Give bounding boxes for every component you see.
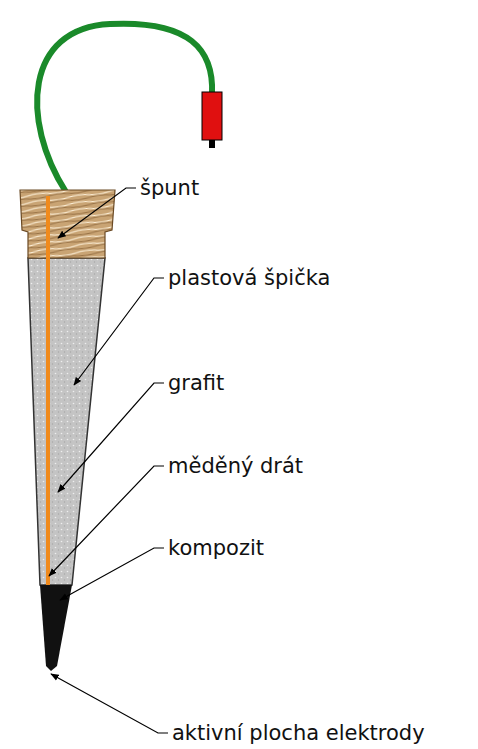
part-label: aktivní plocha elektrody [172, 720, 425, 746]
part-label: kompozit [168, 535, 264, 561]
cork [20, 190, 115, 258]
part-label: grafit [168, 370, 224, 396]
plastic-tip [28, 258, 105, 585]
leader-line [51, 674, 168, 733]
leader-line [49, 466, 164, 576]
plug-tip [209, 140, 215, 148]
leader-line [58, 188, 136, 238]
cable [37, 24, 212, 192]
part-label: měděný drát [168, 453, 303, 479]
composite [40, 585, 72, 671]
leader-line [58, 383, 164, 492]
part-label: špunt [140, 175, 199, 201]
part-label: plastová špička [168, 265, 330, 291]
plug [202, 92, 222, 140]
copper-wire [46, 196, 50, 586]
leader-line [60, 548, 164, 600]
leader-line [74, 278, 164, 385]
